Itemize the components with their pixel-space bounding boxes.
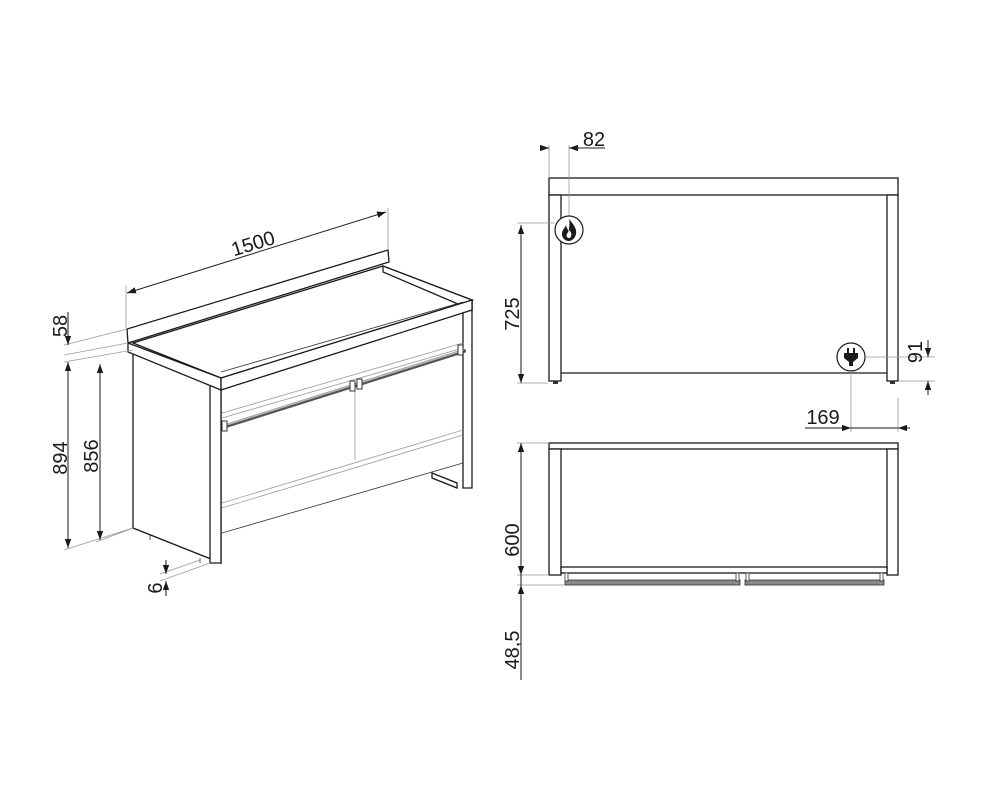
- electric-offset-label: 169: [806, 407, 839, 429]
- handle-bracket: [745, 572, 750, 582]
- handle-rail-highlight: [225, 349, 465, 426]
- upstand-height-label: 58: [50, 315, 72, 337]
- ext-line: [63, 328, 128, 346]
- handle-rail: [224, 349, 466, 428]
- handle-bracket: [457, 344, 464, 356]
- plinth-line-2: [221, 434, 464, 509]
- ext-line: [95, 527, 134, 543]
- width-label: 1500: [229, 227, 278, 261]
- depth-label: 600: [502, 523, 524, 556]
- drawer-line: [221, 342, 464, 414]
- top-edge: [548, 442, 899, 450]
- right-side-panel: [462, 299, 473, 489]
- foot-height-label: 6: [145, 582, 167, 593]
- handle-bracket: [221, 420, 228, 432]
- electric-height-label: 91: [905, 341, 927, 363]
- top-slab: [548, 177, 899, 196]
- top-view: 600 48,5: [502, 442, 899, 680]
- plug-icon: [836, 342, 866, 372]
- hob-front-lip: [220, 301, 464, 373]
- handle-bracket: [349, 380, 356, 392]
- body-height-label: 856: [81, 439, 103, 472]
- flame-icon: [554, 215, 584, 245]
- right-leg: [886, 194, 899, 382]
- handle-depth-label: 48,5: [502, 631, 524, 670]
- ext-line: [63, 349, 134, 363]
- back-foot: [431, 472, 458, 489]
- gas-height-label: 725: [502, 297, 524, 330]
- handle-bracket: [879, 572, 884, 582]
- left-side: [548, 448, 562, 576]
- front-view: 82 725 91 169: [502, 129, 935, 432]
- foot: [890, 381, 895, 384]
- ext-line: [63, 527, 134, 551]
- gas-offset-label: 82: [583, 129, 605, 151]
- door-handle: [564, 579, 741, 586]
- isometric-cooker: [126, 249, 474, 564]
- front-left-edge: [209, 381, 222, 564]
- door-handle: [744, 579, 885, 586]
- drawer-line-2: [221, 347, 464, 419]
- ext-line: [159, 562, 211, 582]
- foot: [553, 381, 558, 384]
- handle-bracket: [564, 572, 569, 582]
- plinth-line: [221, 429, 464, 504]
- handle-bracket: [356, 378, 363, 390]
- front-edge: [560, 566, 888, 574]
- slab-front-face: [220, 299, 473, 391]
- ext-line: [63, 342, 129, 356]
- handle-bracket: [735, 572, 740, 582]
- total-height-label: 894: [50, 441, 72, 474]
- bottom-line: [221, 462, 464, 534]
- right-side: [886, 448, 899, 576]
- width-dimension-line: [126, 211, 387, 294]
